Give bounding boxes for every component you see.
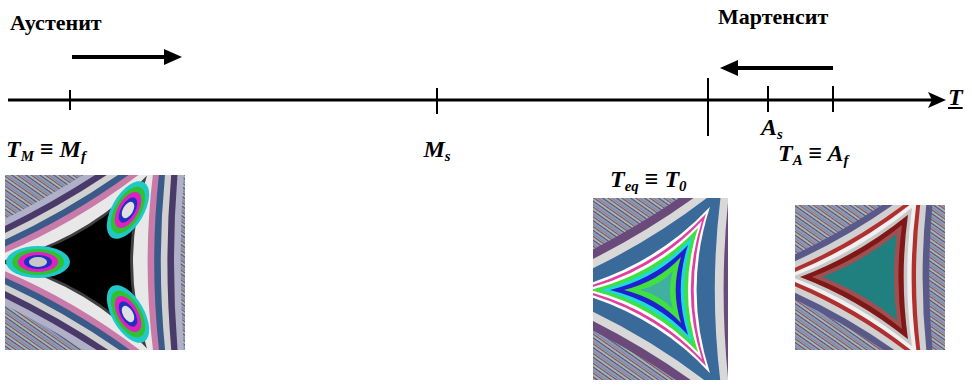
temperature-axis — [8, 78, 946, 136]
illustration-shape — [119, 200, 137, 221]
illustration-shape — [24, 255, 52, 269]
illustration-shape — [29, 257, 47, 267]
temperature-label: Ms — [423, 136, 450, 165]
illustration-shape — [610, 245, 688, 335]
illustration-shape — [115, 298, 141, 329]
illustration-shape — [795, 205, 930, 350]
illustration-shape — [109, 292, 146, 337]
illustration-shape — [767, 86, 769, 112]
axis-label: T — [948, 84, 963, 112]
illustration-shape — [109, 188, 146, 233]
illustration-shape — [593, 198, 728, 380]
illustration-shape — [104, 181, 153, 239]
illustration-shape — [98, 278, 158, 349]
illustration-shape — [6, 246, 70, 278]
illustration-shape — [5, 175, 185, 350]
illustration-shape — [18, 252, 58, 272]
contour-map-single-well — [795, 205, 945, 350]
illustration-shape — [928, 92, 946, 108]
illustration-shape — [5, 175, 177, 350]
illustration-shape — [164, 49, 182, 65]
contour-map-three-wells — [5, 175, 185, 350]
illustration-shape — [119, 304, 137, 325]
illustration-shape — [593, 228, 698, 353]
illustration-shape — [832, 86, 834, 112]
illustration-shape — [624, 257, 681, 323]
illustration-shape — [707, 78, 709, 136]
temperature-label: TM ≡ Mf — [6, 136, 86, 165]
illustration-shape — [104, 285, 153, 343]
illustration-shape — [593, 198, 728, 380]
illustration-shape — [69, 90, 71, 110]
illustration-shape — [795, 205, 917, 350]
illustration-shape — [640, 271, 673, 309]
illustration-shape — [5, 175, 162, 350]
illustration-shape — [98, 175, 158, 246]
illustration-shape — [795, 205, 937, 350]
illustration-shape — [5, 175, 170, 350]
temperature-label: Teq ≡ T0 — [610, 166, 687, 195]
illustration-shape — [720, 60, 738, 76]
illustration-shape — [8, 99, 934, 102]
illustration-shape — [600, 236, 693, 343]
illustration-shape — [593, 207, 710, 373]
illustration-shape — [593, 198, 722, 380]
illustration-shape — [812, 225, 902, 329]
illustration-shape — [6, 246, 70, 278]
temperature-label: As — [761, 114, 783, 143]
illustration-shape — [800, 215, 908, 340]
illustration-shape — [5, 182, 143, 341]
illustration-shape — [795, 205, 937, 350]
illustration-shape — [98, 278, 158, 349]
illustration-shape — [593, 214, 706, 366]
illustration-shape — [5, 175, 185, 350]
illustration-shape — [115, 194, 141, 225]
phase-name: Мартенсит — [718, 4, 828, 29]
illustration-shape — [5, 175, 185, 350]
illustration-shape — [12, 249, 64, 275]
illustration-shape — [795, 208, 912, 347]
illustration-shape — [5, 175, 147, 348]
illustration-shape — [795, 205, 922, 350]
direction-arrows — [72, 49, 833, 76]
illustration-shape — [593, 198, 728, 380]
illustration-shape — [5, 175, 155, 350]
illustration-shape — [736, 66, 833, 70]
temperature-label: TA ≡ Af — [778, 140, 848, 169]
illustration-shape — [436, 88, 438, 114]
illustration-shape — [72, 55, 166, 59]
phase-name: Аустенит — [10, 10, 102, 35]
illustration-shape — [98, 175, 158, 246]
illustration-shape — [593, 221, 702, 360]
contour-map-equilibrium — [593, 198, 728, 380]
illustration-shape — [822, 234, 897, 321]
